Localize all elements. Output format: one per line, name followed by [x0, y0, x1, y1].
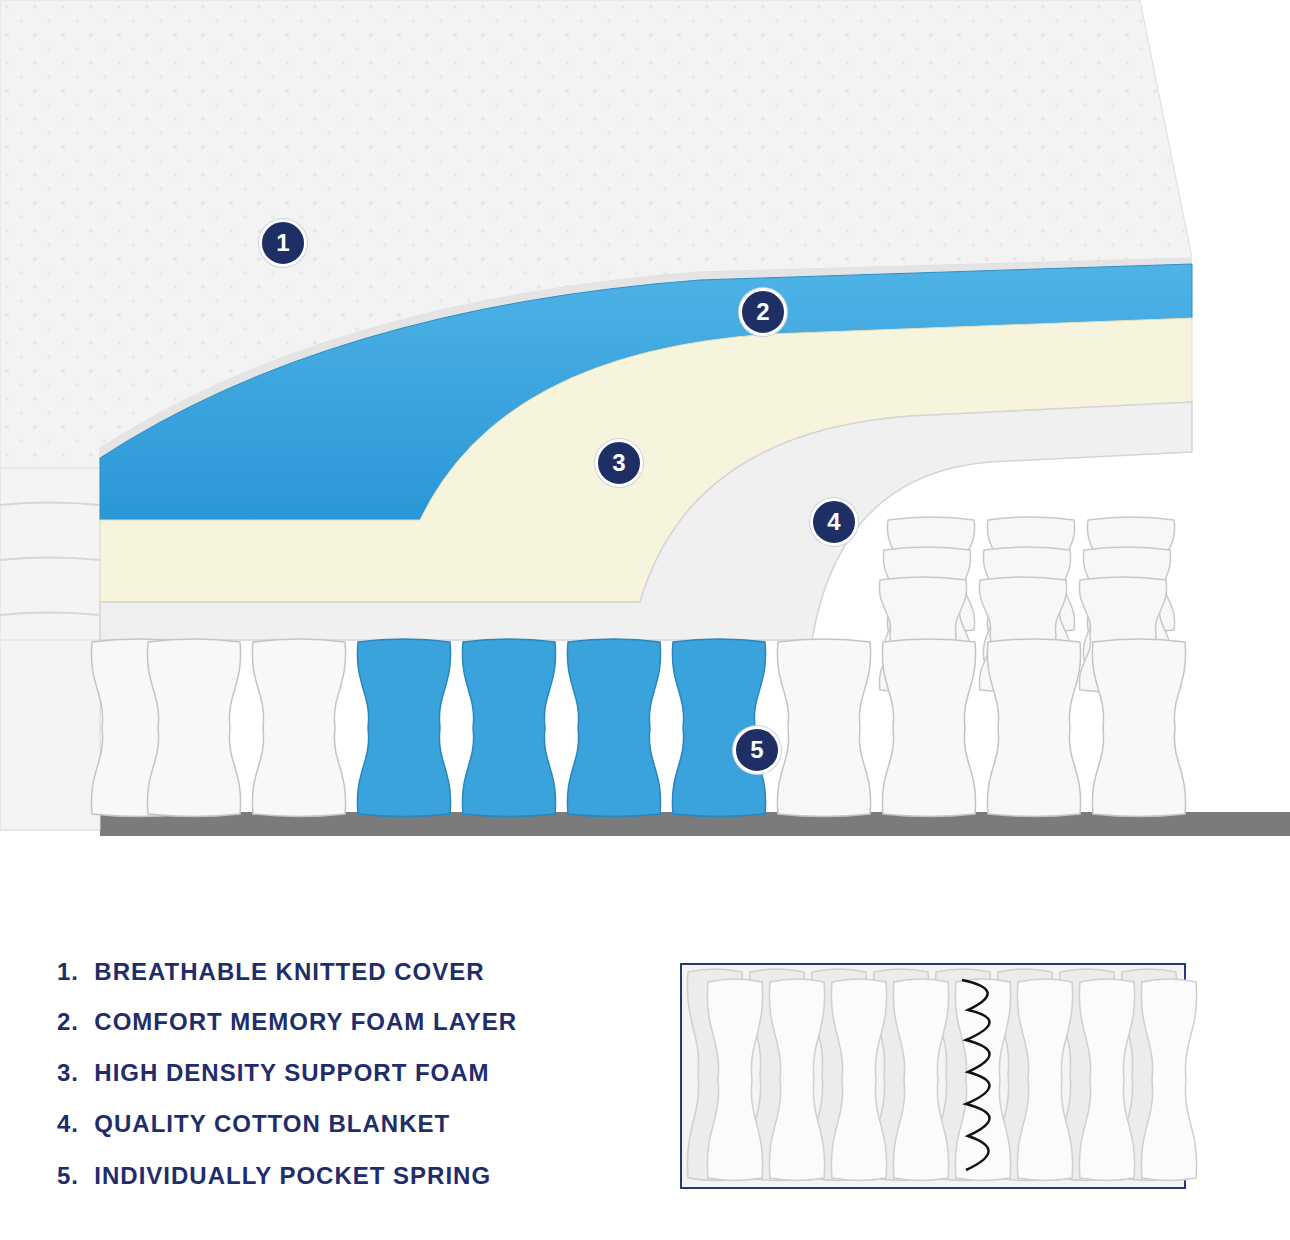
- side-panel: [0, 468, 100, 830]
- front-springs: [0, 639, 1186, 830]
- layer-label: 1. BREATHABLE KNITTED COVER: [57, 958, 485, 986]
- side-panel: [0, 640, 100, 830]
- callout-number: 3: [612, 451, 625, 475]
- pocket-spring: [831, 979, 886, 1181]
- quilt-line: [0, 613, 100, 616]
- callout-number: 2: [756, 300, 769, 324]
- callout-circle: 3: [595, 439, 643, 487]
- quilt-line: [0, 503, 100, 506]
- pocket-spring: [357, 639, 450, 817]
- pocket-spring: [1017, 979, 1072, 1181]
- layer-label: 3. HIGH DENSITY SUPPORT FOAM: [57, 1059, 490, 1087]
- callout-number: 5: [750, 738, 763, 762]
- pocket-spring: [707, 979, 762, 1181]
- pocket-spring: [769, 979, 824, 1181]
- pocket-spring: [893, 979, 948, 1181]
- callout-number: 4: [827, 510, 840, 534]
- inset-springs: [687, 969, 1196, 1181]
- callout-circle: 5: [733, 726, 781, 774]
- pocket-spring: [777, 639, 870, 817]
- pocket-spring: [252, 639, 345, 817]
- pocket-spring: [567, 639, 660, 817]
- pocket-spring: [1141, 979, 1196, 1181]
- layer-label: 4. QUALITY COTTON BLANKET: [57, 1110, 450, 1138]
- layer-label: 2. COMFORT MEMORY FOAM LAYER: [57, 1008, 517, 1036]
- coil-symbol: [962, 980, 990, 1170]
- callout-circle: 2: [739, 288, 787, 336]
- pocket-spring: [987, 639, 1080, 817]
- inset-frame: [681, 964, 1185, 1188]
- pocket-spring: [955, 979, 1010, 1181]
- layer-label: 5. INDIVIDUALLY POCKET SPRING: [57, 1162, 491, 1190]
- quilt-line: [0, 558, 100, 561]
- callout-number: 1: [276, 231, 289, 255]
- pocket-spring: [882, 639, 975, 817]
- callout-circle: 1: [259, 219, 307, 267]
- pocket-spring: [462, 639, 555, 817]
- pocket-spring: [147, 639, 240, 817]
- callout-circle: 4: [810, 498, 858, 546]
- pocket-spring: [1079, 979, 1134, 1181]
- pocket-spring: [1092, 639, 1185, 817]
